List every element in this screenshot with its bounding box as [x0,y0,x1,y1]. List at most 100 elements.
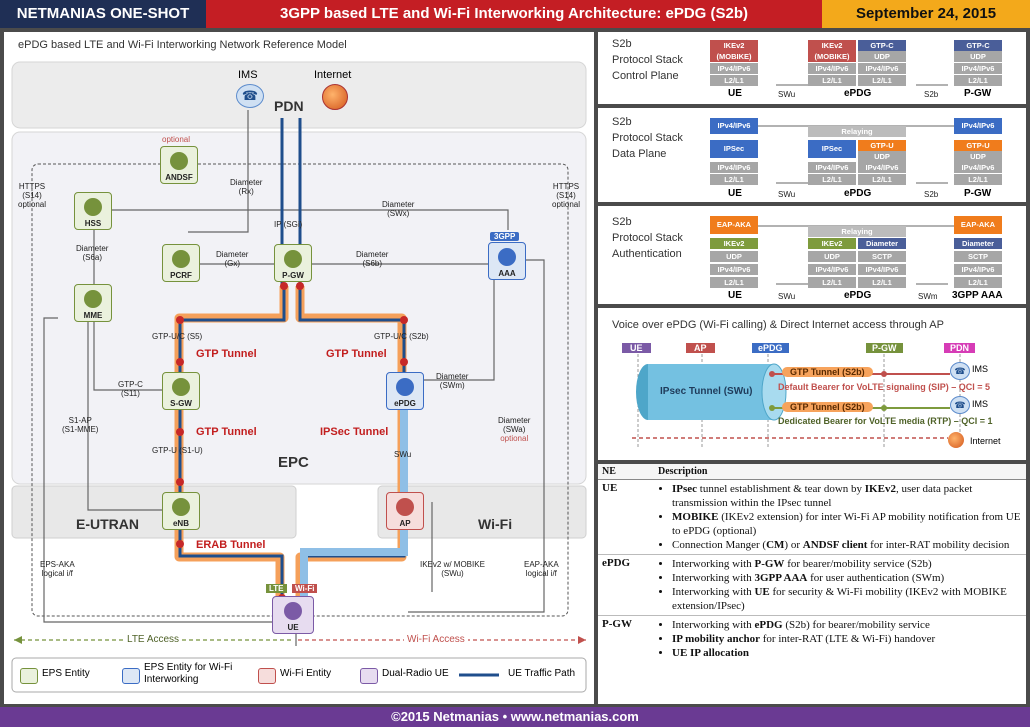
footer: ©2015 Netmanias • www.netmanias.com [0,707,1030,727]
legend-swatch [20,668,38,684]
gtp-tunnel-default: GTP Tunnel (S2b) [782,367,873,377]
cell: UDP [858,151,906,162]
cell: IPv4/IPv6 [954,63,1002,74]
lte-access-label: LTE Access [124,634,183,645]
stack-label: SWu [778,190,796,199]
stack-label: ePDG [844,290,872,301]
ipsec-tunnel-label: IPsec Tunnel (SWu) [660,386,753,397]
cell: L2/L1 [858,174,906,185]
iface-swa: Diameter(SWa)optional [498,416,531,443]
header-ne: NE [602,466,616,477]
cell: Relaying [808,226,906,237]
cell: GTP-U [954,140,1002,151]
cell: IKEv2 [808,40,856,51]
cell: IKEv2 [710,40,758,51]
tunnel-erab: ERAB Tunnel [196,539,266,551]
stack-label: S2b [924,190,939,199]
tunnel-ipsec: IPSec Tunnel [320,426,389,438]
tunnel-gtp-s2b: GTP Tunnel [326,348,387,360]
cell: EAP-AKA [710,216,758,234]
ims-phone-icon: ☎ [950,362,970,380]
cell: IPv4/IPv6 [710,162,758,173]
table-row: ePDG Interworking with P-GW for bearer/m… [598,555,1026,616]
voice-title: Voice over ePDG (Wi-Fi calling) & Direct… [612,319,944,331]
legend: EPS Entity EPS Entity for Wi-Fi Interwor… [12,658,586,692]
cell: Diameter [954,238,1002,249]
cell: UDP [858,51,906,62]
stack-label: SWu [778,90,796,99]
cell: Diameter [858,238,906,249]
cell: SCTP [954,251,1002,262]
voice-ims-1: IMS [972,364,989,374]
gear-icon [498,248,516,266]
hss-node: HSS [74,192,112,230]
wifi-icon [396,498,414,516]
voice-tag-ue: UE [622,343,651,353]
cell: L2/L1 [710,277,758,288]
gear-icon [84,290,102,308]
iface-gx: Diameter(Gx) [216,250,249,268]
cell: IPv4/IPv6 [954,162,1002,173]
cell: IPv4/IPv6 [710,264,758,275]
cell: (MOBIKE) [808,51,856,62]
iface-s6a: Diameter(S6a) [76,244,109,262]
cell: IPSec [710,140,758,158]
wifi-access-label: Wi-Fi Access [404,634,468,645]
sgw-node: S-GW [162,372,200,410]
stack-label: SWm [918,292,938,301]
list-item: IP mobility anchor for inter-RAT (LTE & … [672,632,1022,646]
stack-label: UE [728,290,742,301]
andsf-node: ANDSF [160,146,198,184]
cell: GTP-C [858,40,906,51]
ue-node: UE [272,596,314,634]
pgw-node: P-GW [274,244,312,282]
tunnel-gtp-s1u: GTP Tunnel [196,426,257,438]
antenna-icon [172,498,190,516]
stack-label: 3GPP AAA [952,290,1003,301]
cell: L2/L1 [954,174,1002,185]
cell: L2/L1 [808,277,856,288]
legend-item-path: UE Traffic Path [508,668,576,679]
andsf-optional-label: optional [162,135,191,144]
epdg-icon [396,378,414,396]
cell: IPv4/IPv6 [858,63,906,74]
ims-phone-icon: ☎ [236,84,264,108]
ne-cell: P-GW [602,618,632,630]
stack-label: ePDG [844,88,872,99]
legend-swatch [258,668,276,684]
voice-tag-pdn: PDN [944,343,976,353]
stack-label: P-GW [964,88,992,99]
cell: Relaying [808,126,906,137]
cell: L2/L1 [710,174,758,185]
reference-model-panel: ePDG based LTE and Wi-Fi Interworking Ne… [4,32,594,704]
model-diagram [11,61,587,693]
phone-icon [284,602,302,620]
gateway-icon [172,378,190,396]
ap-node: AP [386,492,424,530]
cell: L2/L1 [954,277,1002,288]
enb-node: eNB [162,492,200,530]
cell: L2/L1 [808,174,856,185]
list-item: IPsec tunnel establishment & tear down b… [672,482,1022,510]
aaa-node: AAA [488,242,526,280]
header-bar: NETMANIAS ONE-SHOT 3GPP based LTE and Wi… [0,0,1030,28]
wifi-area-label: Wi-Fi [478,516,513,532]
epdg-node: ePDG [386,372,424,410]
eutran-label: E-UTRAN [76,516,139,532]
cell: UDP [954,51,1002,62]
cell: UDP [808,251,856,262]
wifi-tag: Wi-Fi [292,584,318,593]
list-item: Connection Manger (CM) or ANDSF client f… [672,538,1022,552]
voice-tag-ap: AP [686,343,715,353]
internet-label: Internet [314,69,352,81]
cell: IPv4/IPv6 [858,264,906,275]
cell: IPSec [808,140,856,158]
iface-s11: GTP-C(S11) [118,380,143,398]
iface-sgi: IP (SGi) [274,220,303,229]
cell: IPv4/IPv6 [954,118,1002,134]
iface-s5: GTP-U/C (S5) [152,332,203,341]
voice-panel: Voice over ePDG (Wi-Fi calling) & Direct… [598,308,1026,460]
